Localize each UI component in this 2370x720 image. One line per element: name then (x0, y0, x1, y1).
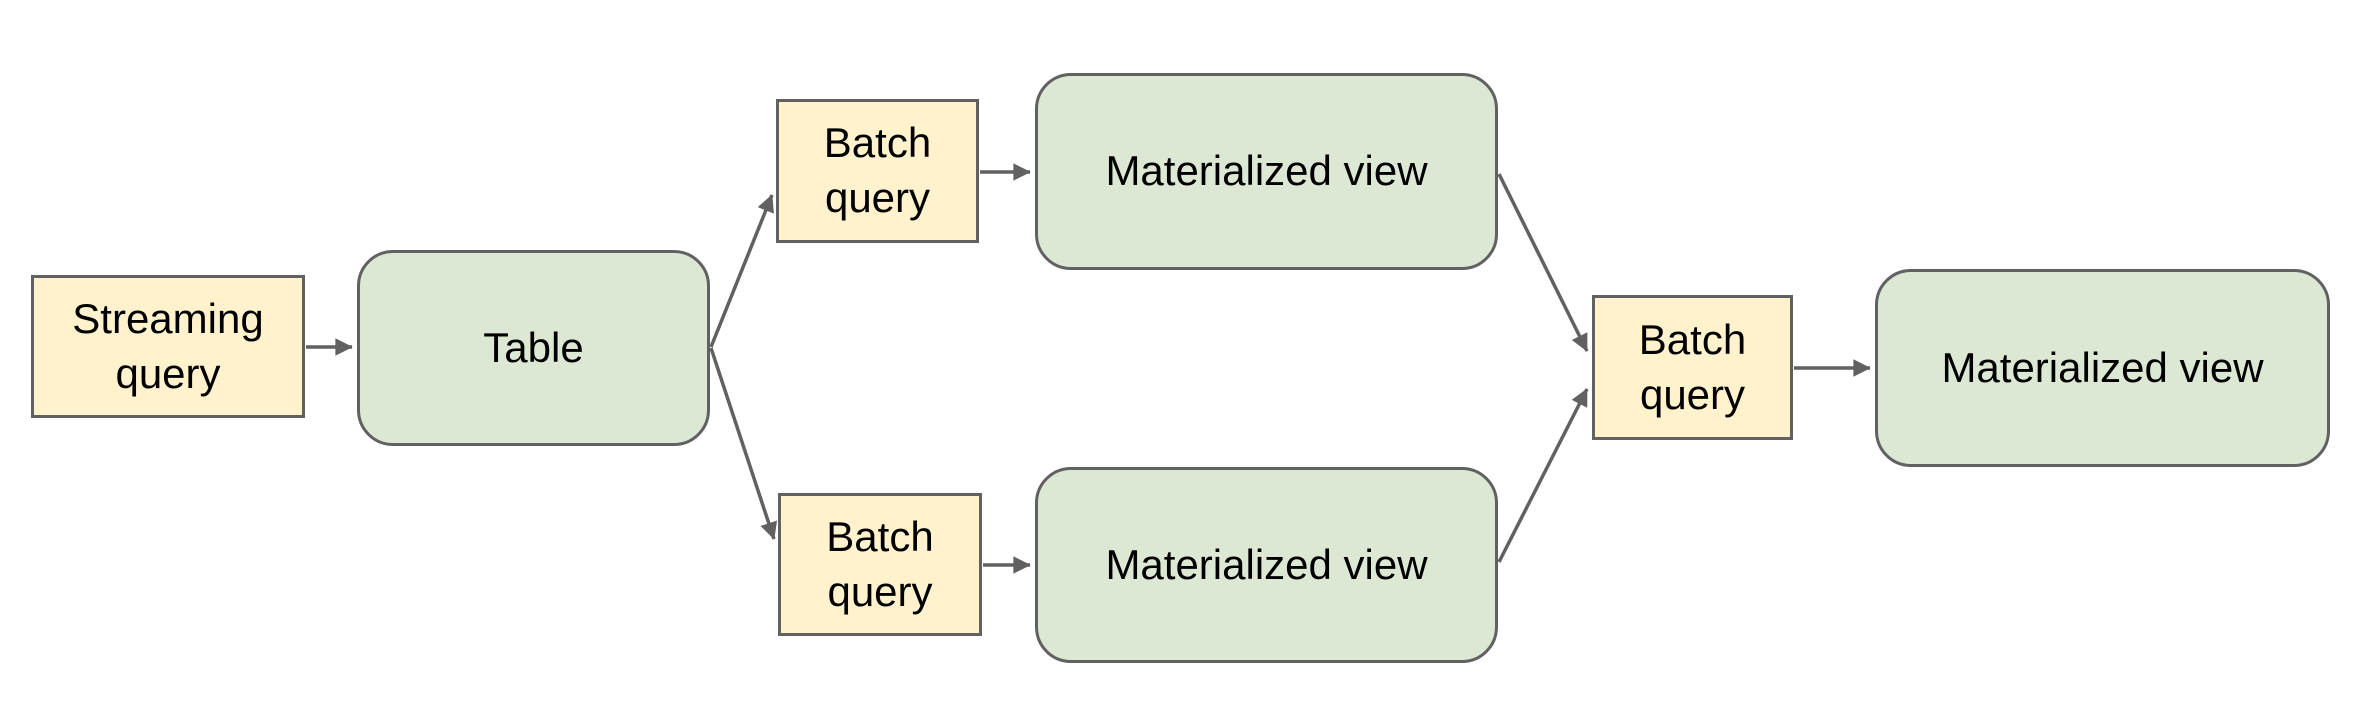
node-label: Materialized view (1941, 343, 2264, 391)
edge-table-to-bq-bottom (709, 347, 778, 540)
node-label: Batch query (1638, 315, 1747, 418)
edge-table-to-bq-top (709, 194, 774, 348)
node-streaming-query: Streaming query (31, 275, 305, 418)
node-batch-query-merge: Batch query (1592, 295, 1793, 440)
node-label: Table (483, 323, 584, 371)
node-table: Table (357, 250, 710, 446)
node-label: Materialized view (1105, 540, 1428, 588)
edge-mv-bottom-to-bq-center (1497, 388, 1589, 563)
node-label: Materialized view (1105, 147, 1428, 195)
node-batch-query-top: Batch query (776, 99, 979, 243)
node-materialized-view-final: Materialized view (1875, 269, 2330, 467)
edge-mv-top-to-bq-center (1497, 173, 1589, 352)
node-label: Batch query (823, 119, 932, 221)
node-label: Streaming query (72, 294, 264, 397)
node-label: Batch query (826, 512, 934, 615)
node-batch-query-bottom: Batch query (778, 493, 982, 636)
node-materialized-view-bottom: Materialized view (1035, 467, 1498, 663)
node-materialized-view-top: Materialized view (1035, 73, 1498, 270)
